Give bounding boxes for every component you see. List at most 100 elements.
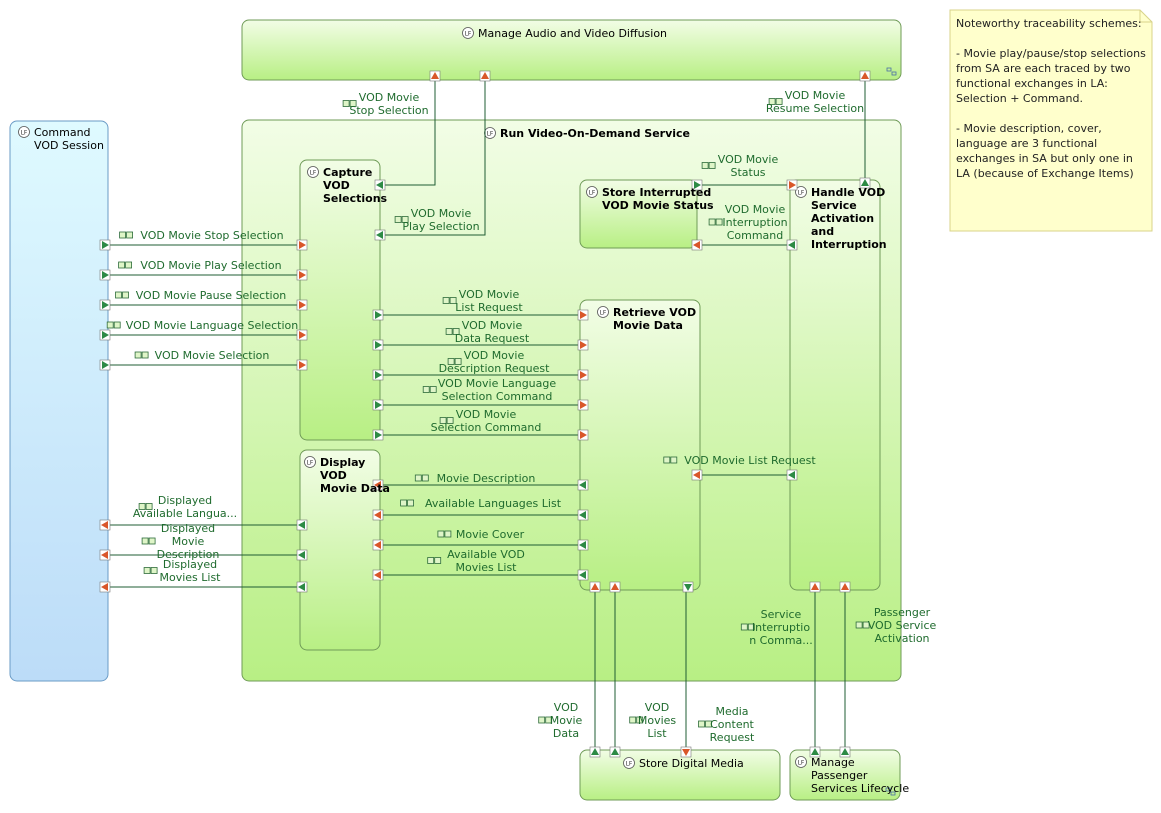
exchange-line-play-selection-up[interactable] [380,76,486,236]
exchange-label-line: VOD Movie [462,319,523,332]
run-vod-service-function[interactable] [241,119,902,682]
command-vod-session-actor-title-line: Command [34,126,91,139]
exchange-item-icon [141,537,149,545]
exchange-item-icon [447,358,455,365]
capture-vod-selections-function-title-line: VOD [323,179,350,192]
exchange-label-line: Service [761,608,802,621]
exchange-item-icon [118,261,125,269]
exchange-label-line: Movies List [159,571,221,584]
port-arrow-in [375,401,382,409]
exchange-label-line: Resume Selection [766,102,864,115]
retrieve-vod-movie-data-function[interactable] [579,299,701,591]
port-arrow-out [374,571,381,579]
handle-vod-service-function[interactable] [789,179,881,591]
manage-audio-video-function-title-line: Manage Audio and Video Diffusion [478,27,667,40]
manage-audio-video-function[interactable] [241,19,902,81]
exchange-label-line: Displayed [161,522,215,535]
logical-function-icon-label: LF [487,131,494,138]
logical-function-icon [623,757,635,769]
exchange-label-line: VOD Movie Play Selection [140,259,281,272]
port-arrow-out [299,271,306,279]
exchange-item-icon [855,621,863,629]
exchange-item-icon [636,716,644,724]
port-arrow-in [102,331,109,339]
exchange-line-stop-selection-up[interactable] [380,76,436,186]
command-vod-session-actor[interactable] [9,120,109,682]
note-fold [1139,10,1152,23]
exchange-item-icon [427,557,435,564]
port-arrow-in [684,584,692,591]
port-arrow-in [841,748,849,755]
port-arrow-out [611,583,619,590]
exchange-label-line: Displayed [158,494,212,507]
note-paragraph-1: - Movie play/pause/stop selections from … [956,47,1146,105]
port-arrow-out [299,301,306,309]
port-arrow-in [102,361,109,369]
exchange-label-line: VOD Movie [459,288,520,301]
exchange-item-icon [701,162,709,169]
exchange-item-icon [629,716,637,724]
exchange-label-line: Selection Command [442,390,553,403]
logical-function-icon [304,456,316,468]
port-arrow-out [811,583,819,590]
exchange-item-icon [775,98,783,105]
logical-function-icon [462,27,474,39]
exchange-item-icon [349,100,357,107]
exchange-label-line: Content [710,718,754,731]
exchange-label-line: Available VOD [447,548,525,561]
exchange-label-line: Data Request [455,332,530,345]
handle-vod-service-function-title-line: Service [811,199,857,212]
port-arrow-in [102,301,109,309]
exchange-item-icon [445,328,453,335]
store-interrupted-status-function-title-line: VOD Movie Status [602,199,714,212]
exchange-item-icon [122,291,129,299]
exchange-item-icon [125,261,132,269]
exchange-label-line: Command [727,229,784,242]
port-arrow-out [841,583,849,590]
port-arrow-in [298,583,305,591]
decomposition-icon [891,71,897,76]
manage-passenger-services-function-title-line: Manage [811,756,855,769]
port-arrow-in [298,521,305,529]
exchange-item-icon [115,291,122,299]
store-interrupted-status-function[interactable] [579,179,698,249]
port-arrow-out [101,551,108,559]
port-arrow-in [788,241,795,249]
exchange-label-line: Passenger [874,606,931,619]
exchange-label-line: Media [715,705,748,718]
exchange-item-icon [148,537,156,545]
logical-function-icon-label: LF [626,761,633,768]
exchange-label-line: VOD Movie Pause Selection [136,289,287,302]
port-arrow-out [682,749,690,756]
exchange-item-icon [862,621,870,629]
exchange-label-line: Status [730,166,765,179]
port-arrow-in [375,311,382,319]
port-arrow-in [102,271,109,279]
exchange-item-icon [113,321,121,329]
exchange-item-icon [106,321,114,329]
port-arrow-in [579,541,586,549]
port-arrow-in [811,748,819,755]
exchange-label-line: n Comma... [749,634,813,647]
exchange-item-icon [119,231,126,239]
exchange-label-line: Available Langua... [133,507,237,520]
exchange-item-icon [449,297,457,304]
exchange-item-icon [768,98,776,105]
decomposition-icon [885,787,891,792]
port-arrow-out [374,541,381,549]
exchange-item-icon [705,720,712,728]
